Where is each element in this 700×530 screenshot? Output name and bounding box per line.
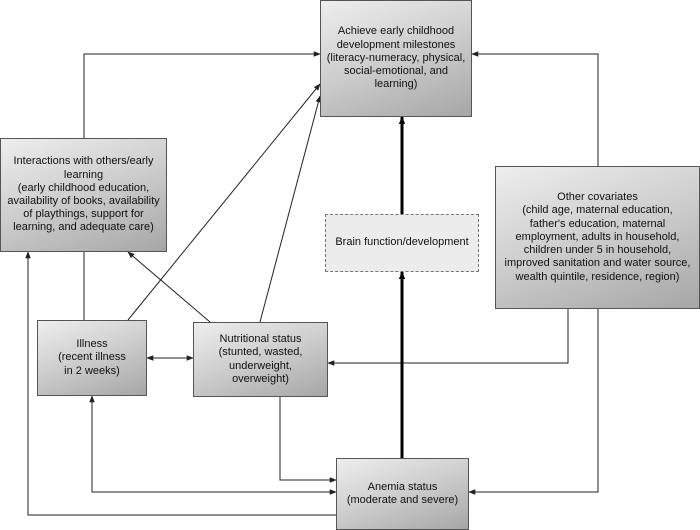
brain-function-box: Brain function/development bbox=[325, 214, 479, 272]
nutritional-status-box: Nutritional status (stunted, wasted, und… bbox=[193, 322, 328, 397]
other-covariates-box: Other covariates (child age, maternal ed… bbox=[495, 166, 700, 309]
arrow-illness-to-achieve bbox=[127, 83, 321, 321]
arrow-anemia-illness bbox=[89, 395, 337, 495]
achieve-milestones-box: Achieve early childhood development mile… bbox=[320, 0, 472, 117]
illness-label: Illness (recent illness in 2 weeks) bbox=[58, 338, 126, 377]
arrow-anemia-to-interactions bbox=[25, 251, 336, 516]
arrow-interactions-to-achieve bbox=[83, 51, 321, 138]
other-covariates-label: Other covariates (child age, maternal ed… bbox=[504, 191, 691, 283]
interactions-label: Interactions with others/early learning … bbox=[7, 155, 160, 234]
interactions-box: Interactions with others/early learning … bbox=[0, 138, 167, 252]
arrow-nutrition-to-anemia bbox=[279, 397, 337, 483]
anemia-status-label: Anemia status (moderate and severe) bbox=[346, 480, 459, 506]
anemia-status-box: Anemia status (moderate and severe) bbox=[336, 458, 469, 530]
achieve-milestones-label: Achieve early childhood development mile… bbox=[326, 25, 466, 91]
arrow-covariates-to-achieve bbox=[471, 51, 599, 166]
arrow-nutrition-to-achieve bbox=[259, 95, 322, 323]
arrow-nutrition-to-interactions bbox=[127, 251, 211, 323]
arrow-covariates-to-nutrition bbox=[327, 309, 569, 366]
illness-box: Illness (recent illness in 2 weeks) bbox=[37, 320, 147, 396]
arrow-covariates-to-anemia bbox=[468, 309, 599, 495]
nutritional-status-label: Nutritional status (stunted, wasted, und… bbox=[218, 333, 303, 385]
brain-function-label: Brain function/development bbox=[335, 236, 469, 249]
